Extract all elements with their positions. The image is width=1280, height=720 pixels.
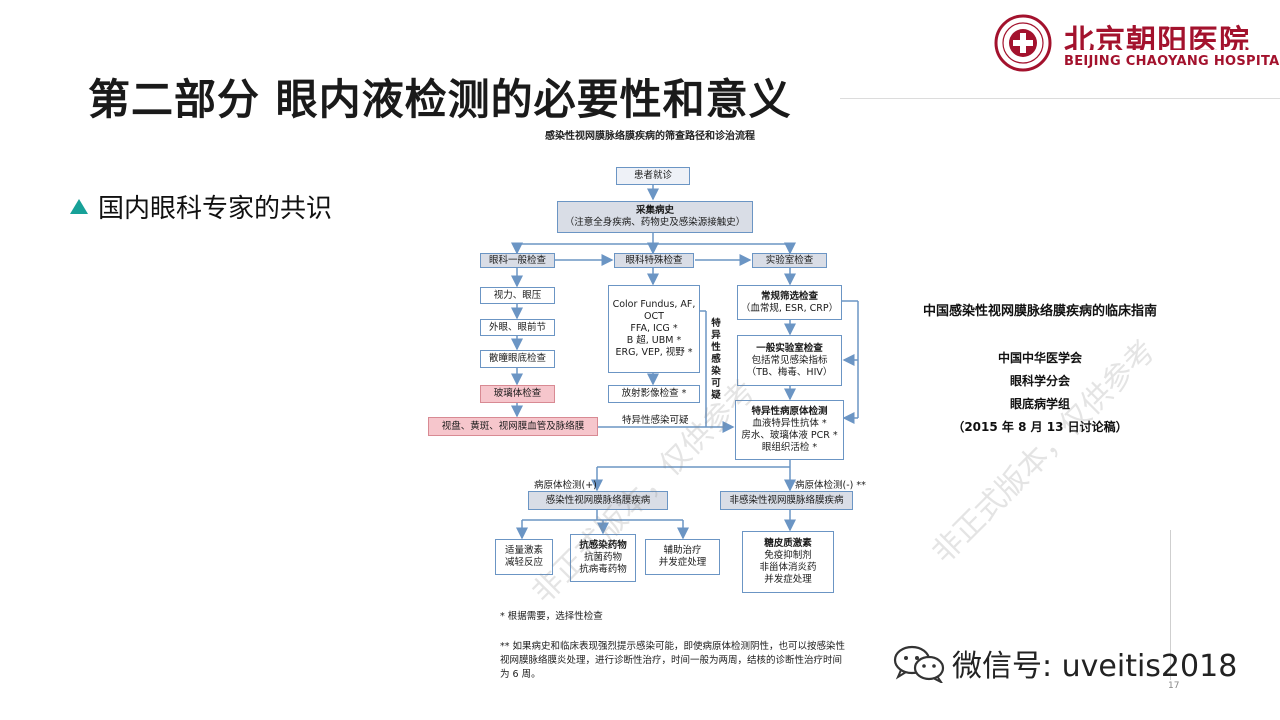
node-steroid: 适量激素减轻反应 [495, 539, 553, 575]
node-eye-special-exam: 眼科特殊检查 [614, 253, 694, 268]
guideline-line: 中国中华医学会 [997, 351, 1082, 365]
node-vitreous-exam: 玻璃体检查 [480, 385, 555, 403]
node-pathogen-test: 特异性病原体检测血液特异性抗体 *房水、玻璃体液 PCR *眼组织活检 * [735, 400, 844, 460]
node-infectious-disease: 感染性视网膜脉络膜疾病 [528, 491, 668, 510]
label-pathogen-negative: 病原体检测(-) ** [795, 480, 866, 491]
hospital-name-cn: 北京朝阳医院 [1064, 24, 1250, 50]
node-immunotherapy: 糖皮质激素免疫抑制剂非甾体消炎药并发症处理 [742, 531, 834, 593]
node-routine-lab: 常规筛选检查（血常规, ESR, CRP） [737, 285, 842, 320]
note-selective: * 根据需要，选择性检查 [500, 611, 603, 622]
label-suspected-vertical: 特异性感染可疑 [711, 318, 721, 401]
node-eye-general-exam: 眼科一般检查 [480, 253, 555, 268]
wechat-account: 微信号: uveitis2018 [892, 640, 1237, 686]
node-dilated-fundus: 散瞳眼底检查 [480, 350, 555, 368]
node-general-lab: 一般实验室检查包括常见感染指标（TB、梅毒、HIV） [737, 335, 842, 386]
page-number: 17 [1168, 681, 1180, 691]
wechat-id-text: 微信号: uveitis2018 [952, 649, 1238, 684]
flowchart-title: 感染性视网膜脉络膜疾病的筛查路径和诊治流程 [545, 131, 755, 142]
node-collect-history: 采集病史（注意全身疾病、药物史及感染源接触史） [557, 201, 753, 233]
node-fundus-layers: 视盘、黄斑、视网膜血管及脉络膜 [428, 417, 598, 436]
node-acuity-iop: 视力、眼压 [480, 287, 555, 304]
flowchart-notes: * 根据需要，选择性检查 ** 如果病史和临床表现强烈提示感染可能，即使病原体检… [500, 610, 850, 682]
label-pathogen-positive: 病原体检测(+) [534, 480, 597, 491]
guideline-line: 眼科学分会 [1009, 374, 1070, 388]
node-radiology: 放射影像检查 * [608, 385, 700, 403]
guideline-line: （2015 年 8 月 13 日讨论稿） [952, 420, 1128, 434]
label-suspected-horizontal: 特异性感染可疑 [622, 415, 689, 426]
guideline-title: 中国感染性视网膜脉络膜疾病的临床指南 [922, 304, 1157, 319]
node-anti-infective: 抗感染药物抗菌药物抗病毒药物 [570, 534, 636, 582]
hospital-name-en: BEIJING CHAOYANG HOSPITAL [1064, 54, 1280, 69]
note-diagnostic-treatment: ** 如果病史和临床表现强烈提示感染可能，即使病原体检测阴性，也可以按感染性视网… [500, 641, 846, 680]
bullet-text: 国内眼科专家的共识 [98, 193, 333, 224]
hospital-logo: 北京朝阳医院 BEIJING CHAOYANG HOSPITAL [994, 14, 1280, 74]
node-patient-visit: 患者就诊 [616, 167, 690, 185]
wechat-icon [893, 645, 945, 683]
node-supportive: 辅助治疗并发症处理 [645, 539, 720, 575]
title-divider [840, 98, 1280, 99]
cover-divider [1170, 530, 1171, 680]
node-external-anterior: 外眼、眼前节 [480, 319, 555, 336]
bullet-point: 国内眼科专家的共识 [70, 186, 332, 226]
guideline-cover: 中国感染性视网膜脉络膜疾病的临床指南 中国中华医学会 眼科学分会 眼底病学组 （… [890, 300, 1190, 439]
hospital-seal-icon [994, 14, 1052, 72]
slide-title: 第二部分 眼内液检测的必要性和意义 [88, 75, 792, 124]
node-lab-exam: 实验室检查 [752, 253, 827, 268]
guideline-line: 眼底病学组 [1009, 397, 1070, 411]
node-noninfectious-disease: 非感染性视网膜脉络膜疾病 [720, 491, 853, 510]
triangle-bullet-icon [70, 198, 88, 214]
